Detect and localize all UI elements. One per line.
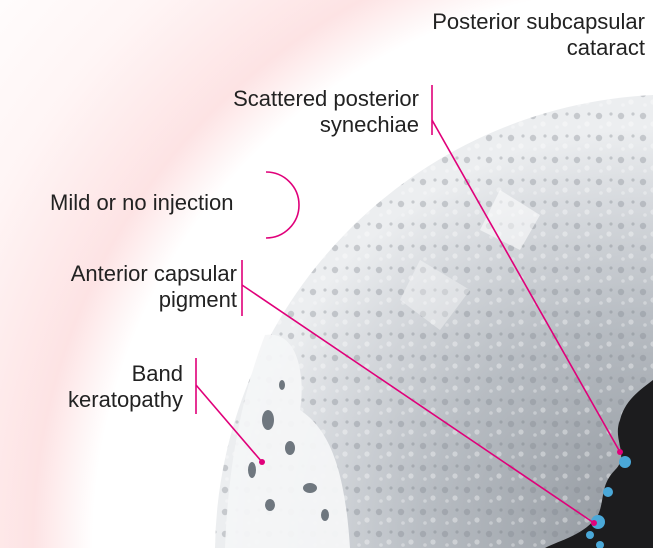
pigment-dot bbox=[591, 520, 597, 526]
label-line: Band bbox=[68, 361, 183, 387]
label-anterior-capsular-pigment: Anterior capsular pigment bbox=[71, 261, 237, 313]
label-line: Anterior capsular bbox=[71, 261, 237, 287]
injection-arc bbox=[266, 172, 299, 238]
label-mild-or-no-injection: Mild or no injection bbox=[50, 190, 233, 216]
label-line: cataract bbox=[432, 35, 645, 61]
synechiae-dot bbox=[617, 449, 623, 455]
label-line: Mild or no injection bbox=[50, 190, 233, 216]
label-line: keratopathy bbox=[68, 387, 183, 413]
label-line: Posterior subcapsular bbox=[432, 9, 645, 35]
label-band-keratopathy: Band keratopathy bbox=[68, 361, 183, 413]
band-dot bbox=[259, 459, 265, 465]
label-scattered-posterior-synechiae: Scattered posterior synechiae bbox=[233, 86, 419, 138]
label-line: pigment bbox=[71, 287, 237, 313]
label-line: synechiae bbox=[233, 112, 419, 138]
label-line: Scattered posterior bbox=[233, 86, 419, 112]
label-posterior-subcapsular-cataract: Posterior subcapsular cataract bbox=[432, 9, 645, 61]
